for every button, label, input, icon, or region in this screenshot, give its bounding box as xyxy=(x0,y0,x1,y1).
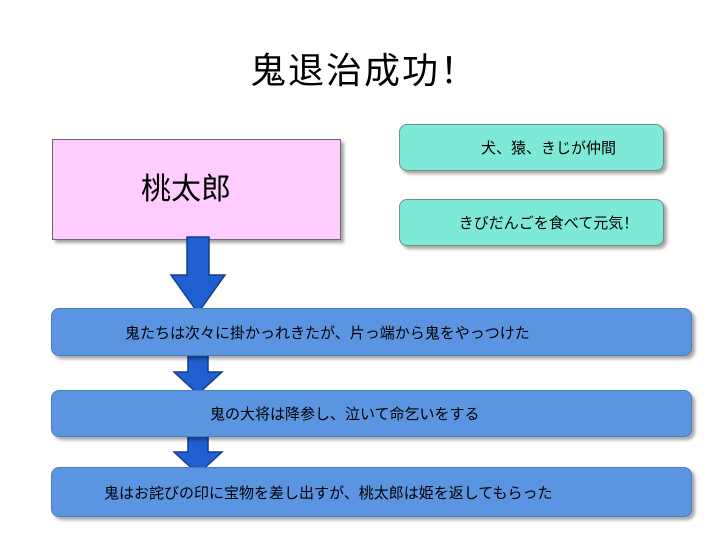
note-kibidango: きびだんごを食べて元気！ xyxy=(399,199,664,246)
slide-title: 鬼退治成功！ xyxy=(249,51,478,92)
down-arrow-1 xyxy=(169,236,227,315)
momotaro-box: 桃太郎 xyxy=(52,139,341,240)
down-arrow-2 xyxy=(172,352,224,396)
step-surrender-text: 鬼の大将は降参し、泣いて命乞いをする xyxy=(210,405,480,423)
note-allies-text: 犬、猿、きじが仲間 xyxy=(480,139,616,157)
momotaro-label: 桃太郎 xyxy=(141,171,231,207)
step-battle-text: 鬼たちは次々に掛かっれきたが、片っ端から鬼をやっつけた xyxy=(125,323,530,342)
step-treasure: 鬼はお詫びの印に宝物を差し出すが、桃太郎は姫を返してもらった xyxy=(51,467,692,517)
note-kibidango-text: きびだんごを食べて元気！ xyxy=(458,214,639,232)
step-battle: 鬼たちは次々に掛かっれきたが、片っ端から鬼をやっつけた xyxy=(51,308,692,356)
note-allies: 犬、猿、きじが仲間 xyxy=(399,124,664,171)
step-surrender: 鬼の大将は降参し、泣いて命乞いをする xyxy=(51,390,692,437)
step-treasure-text: 鬼はお詫びの印に宝物を差し出すが、桃太郎は姫を返してもらった xyxy=(104,483,553,502)
